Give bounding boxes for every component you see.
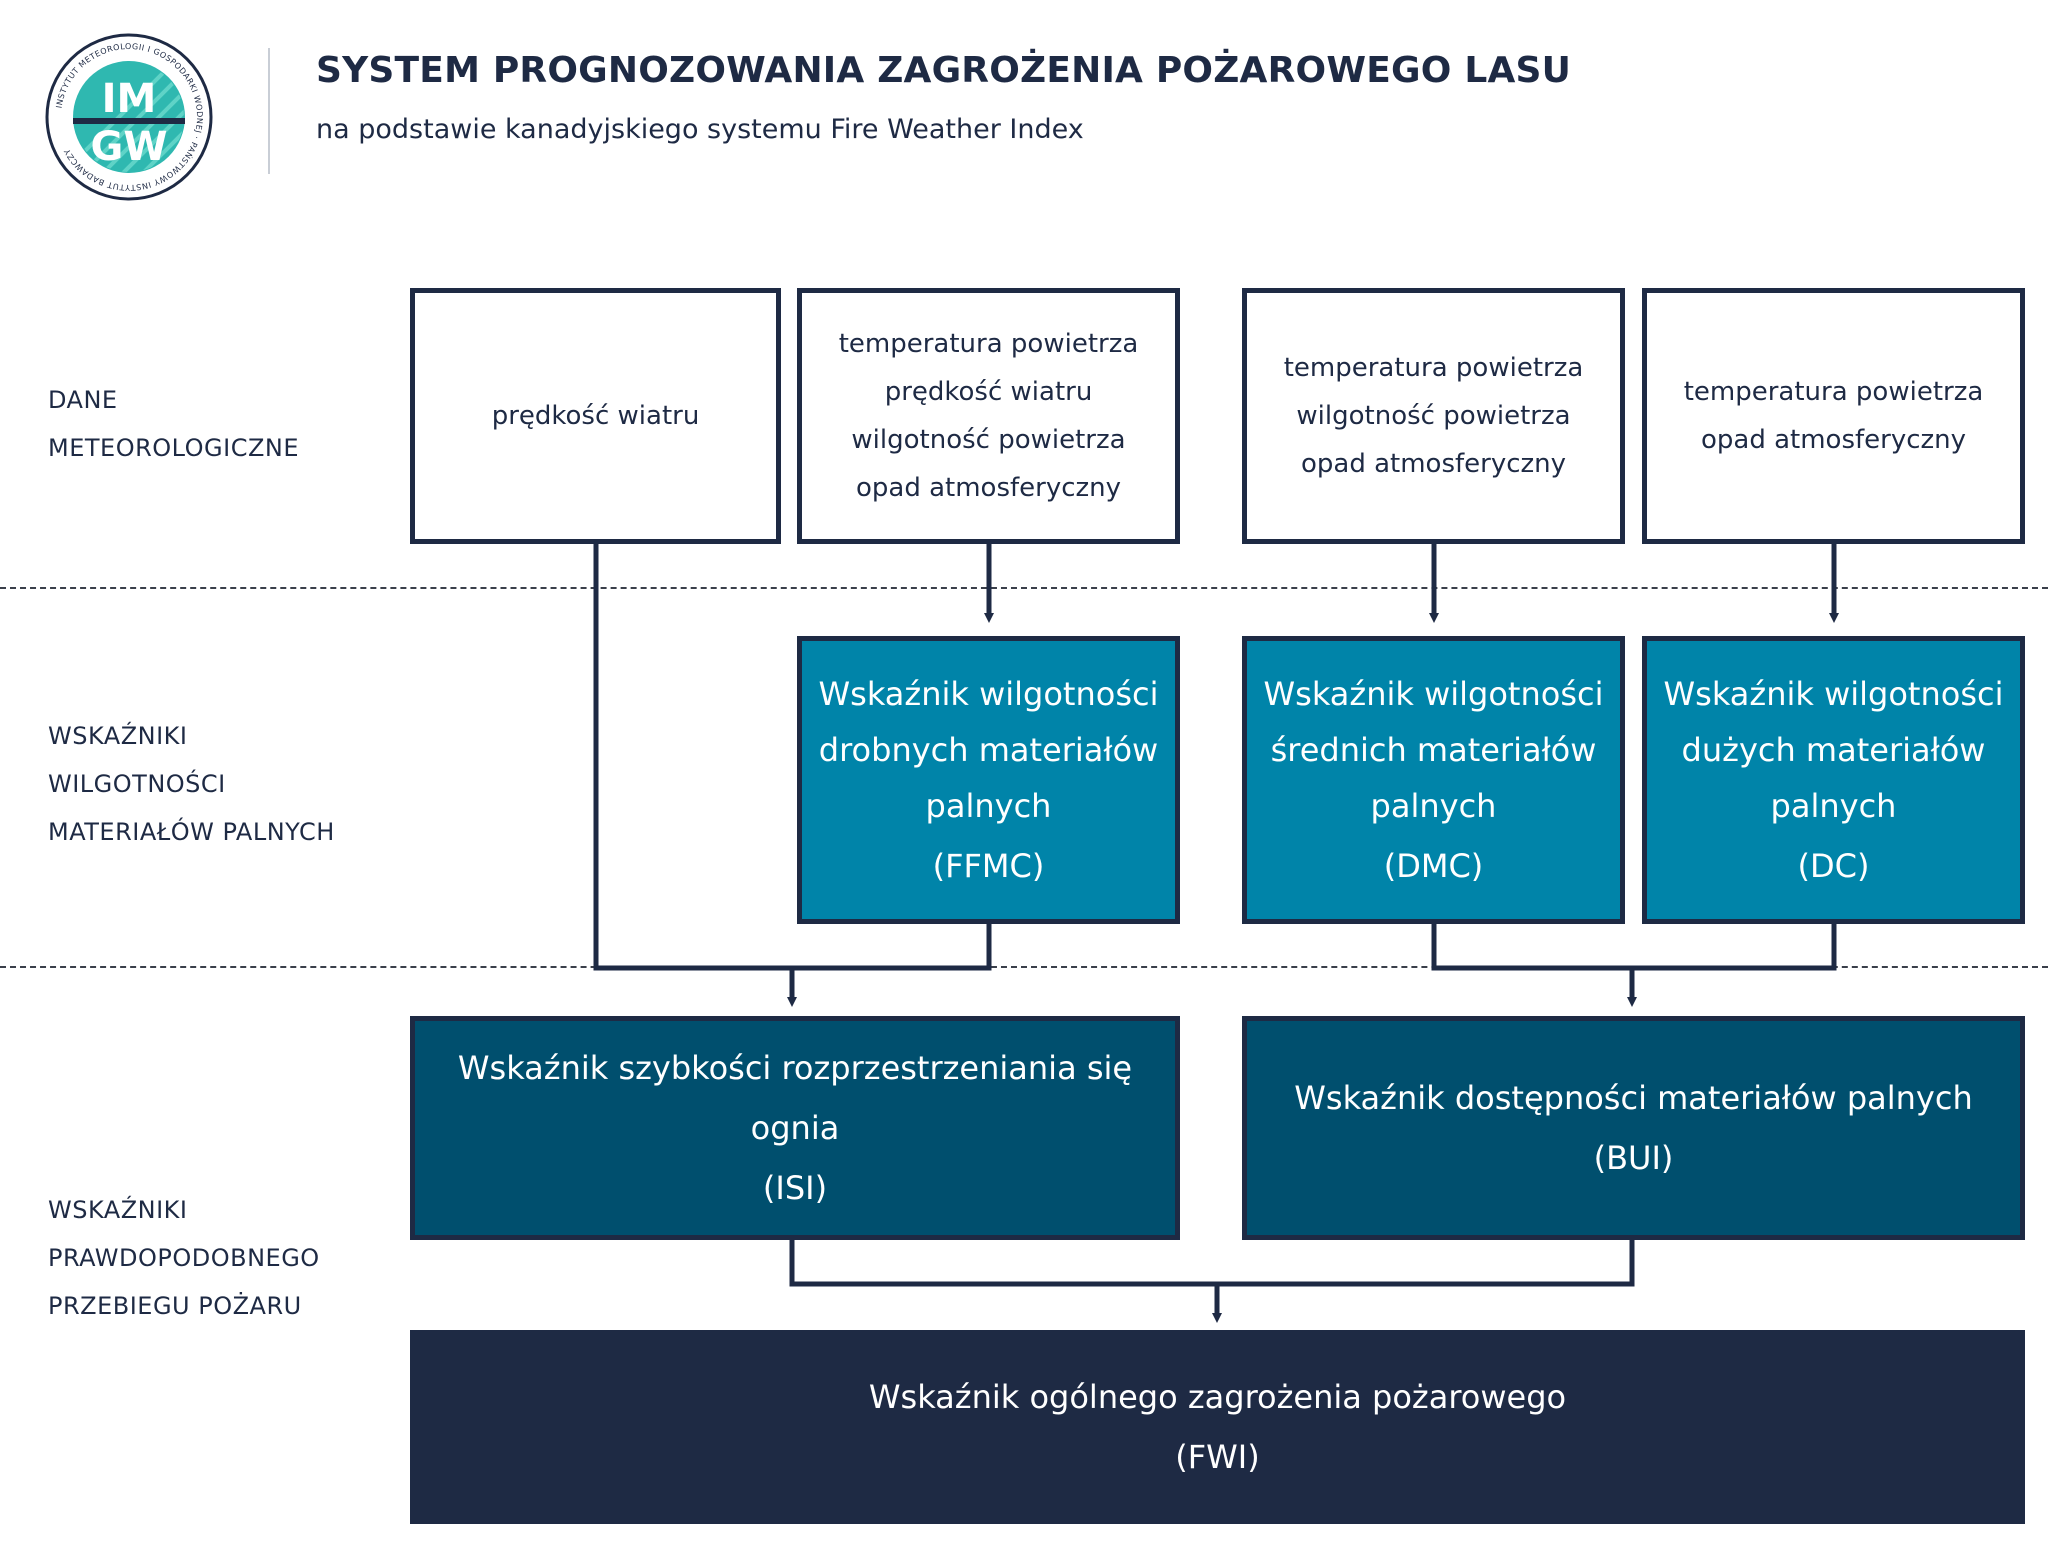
row-label-line: MATERIAŁÓW PALNYCH xyxy=(48,818,335,846)
connector-dmc-dc-bui xyxy=(1431,922,1837,971)
row-label-behavior: WSKAŹNIKI PRAWDOPODOBNEGO PRZEBIEGU POŻA… xyxy=(48,1186,320,1330)
row-label-line: WILGOTNOŚCI xyxy=(48,770,226,798)
moisture-line: dużych materiałów xyxy=(1681,731,1986,769)
input-line: prędkość wiatru xyxy=(491,401,700,431)
moisture-line: Wskaźnik wilgotności xyxy=(818,675,1159,713)
moisture-line: Wskaźnik wilgotności xyxy=(1663,675,2004,713)
separator-line xyxy=(0,966,2048,968)
moisture-line: palnych xyxy=(1370,787,1497,825)
row-label-meteo: DANE METEOROLOGICZNE xyxy=(48,376,299,472)
row-label-line: DANE xyxy=(48,386,118,414)
input-line: opad atmosferyczny xyxy=(1300,449,1567,479)
row-label-line: PRAWDOPODOBNEGO xyxy=(48,1244,320,1272)
row-label-line: WSKAŹNIKI xyxy=(48,722,188,750)
moisture-code: (FFMC) xyxy=(932,847,1045,885)
final-box-fwi: Wskaźnik ogólnego zagrożenia pożarowego … xyxy=(410,1330,2025,1524)
logo-text-top: IM xyxy=(102,76,157,122)
separator-line xyxy=(0,587,2048,589)
input-line: temperatura powietrza xyxy=(838,329,1139,359)
row-label-line: PRZEBIEGU POŻARU xyxy=(48,1292,302,1320)
index-box-bui: Wskaźnik dostępności materiałów palnych … xyxy=(1242,1016,2025,1240)
connector-wind-isi xyxy=(593,542,792,971)
input-line: temperatura powietrza xyxy=(1283,353,1584,383)
index-code: (ISI) xyxy=(762,1169,828,1207)
input-box-wind: prędkość wiatru xyxy=(410,288,781,544)
logo-text-bottom: GW xyxy=(91,124,168,170)
row-label-line: WSKAŹNIKI xyxy=(48,1196,188,1224)
input-box-ffmc-weather: temperatura powietrza prędkość wiatru wi… xyxy=(797,288,1180,544)
connector-ffmc-isi xyxy=(792,922,992,971)
row-label-line: METEOROLOGICZNE xyxy=(48,434,300,462)
moisture-line: palnych xyxy=(1770,787,1897,825)
input-line: prędkość wiatru xyxy=(884,377,1093,407)
index-code: (BUI) xyxy=(1593,1139,1674,1177)
moisture-box-ffmc: Wskaźnik wilgotności drobnych materiałów… xyxy=(797,636,1180,924)
moisture-code: (DC) xyxy=(1797,847,1870,885)
connector-isi-bui-fwi xyxy=(789,1238,1635,1287)
index-name: Wskaźnik szybkości rozprzestrzeniania si… xyxy=(457,1049,1133,1147)
final-code: (FWI) xyxy=(1175,1438,1260,1476)
moisture-box-dc: Wskaźnik wilgotności dużych materiałów p… xyxy=(1642,636,2025,924)
moisture-line: Wskaźnik wilgotności xyxy=(1263,675,1604,713)
page-title: SYSTEM PROGNOZOWANIA ZAGROŻENIA POŻAROWE… xyxy=(316,50,1572,91)
input-line: temperatura powietrza xyxy=(1683,377,1984,407)
header-divider xyxy=(268,48,270,174)
moisture-line: średnich materiałów xyxy=(1270,731,1597,769)
input-line: wilgotność powietrza xyxy=(851,425,1126,455)
moisture-box-dmc: Wskaźnik wilgotności średnich materiałów… xyxy=(1242,636,1625,924)
index-box-isi: Wskaźnik szybkości rozprzestrzeniania si… xyxy=(410,1016,1180,1240)
input-line: wilgotność powietrza xyxy=(1296,401,1571,431)
input-line: opad atmosferyczny xyxy=(855,473,1122,503)
imgw-logo: IM GW INSTYTUT METEOROLOGII I GOSPODARKI… xyxy=(45,33,213,201)
moisture-line: drobnych materiałów xyxy=(818,731,1159,769)
moisture-line: palnych xyxy=(925,787,1052,825)
input-box-dc-weather: temperatura powietrza opad atmosferyczny xyxy=(1642,288,2025,544)
final-name: Wskaźnik ogólnego zagrożenia pożarowego xyxy=(868,1378,1567,1416)
moisture-code: (DMC) xyxy=(1383,847,1484,885)
index-name: Wskaźnik dostępności materiałów palnych xyxy=(1294,1079,1973,1117)
row-label-moisture: WSKAŹNIKI WILGOTNOŚCI MATERIAŁÓW PALNYCH xyxy=(48,712,335,856)
input-box-dmc-weather: temperatura powietrza wilgotność powietr… xyxy=(1242,288,1625,544)
page-subtitle: na podstawie kanadyjskiego systemu Fire … xyxy=(316,114,1084,145)
input-line: opad atmosferyczny xyxy=(1700,425,1967,455)
